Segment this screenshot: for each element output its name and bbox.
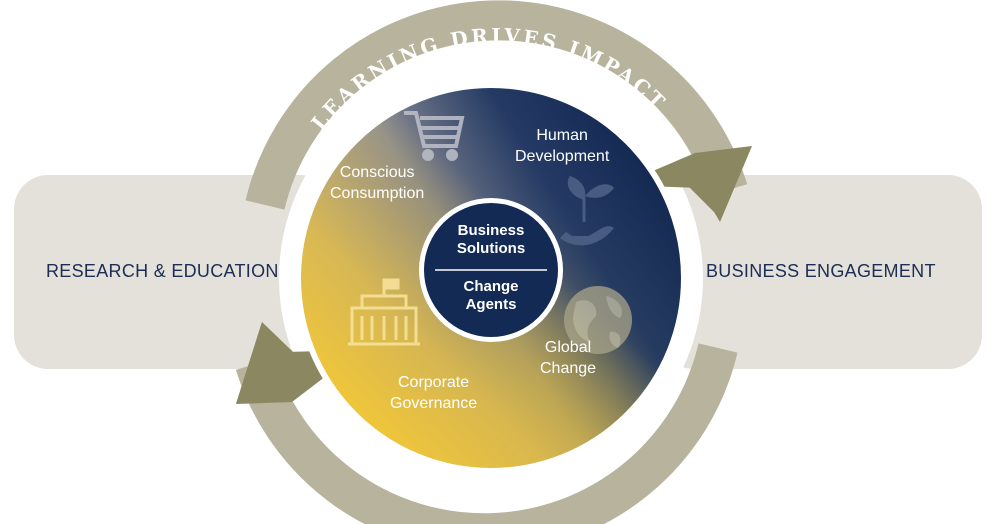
center-circle	[298, 85, 684, 471]
research-education-label: RESEARCH & EDUCATION	[46, 261, 279, 281]
top-arrow-head	[620, 146, 752, 222]
bottom-arrow-head	[236, 322, 360, 404]
government-building-icon	[348, 278, 420, 346]
business-engagement-label: BUSINESS ENGAGEMENT	[706, 261, 936, 281]
segment-line: Corporate	[398, 374, 470, 391]
core-line: Business	[457, 222, 525, 239]
change-agents-label: Change Agents	[421, 278, 561, 314]
core-line: Solutions	[456, 240, 526, 257]
shopping-cart-icon	[404, 111, 465, 161]
global-change-label: Global Change	[540, 337, 596, 379]
left-panel	[14, 175, 334, 369]
segment-line: Consumption	[330, 185, 425, 202]
plant-in-hand-icon	[560, 176, 614, 246]
core-line: Change	[463, 278, 519, 295]
globe-icon	[564, 286, 632, 354]
conscious-consumption-label: Conscious Consumption	[330, 162, 424, 204]
human-development-label: Human Development	[515, 125, 609, 167]
right-panel	[660, 175, 982, 369]
segment-line: Development	[515, 148, 610, 165]
corporate-governance-label: Corporate Governance	[390, 372, 477, 414]
segment-line: Global	[544, 339, 592, 356]
core-line: Agents	[465, 296, 517, 313]
segment-line: Conscious	[339, 164, 415, 181]
segment-line: Change	[540, 360, 597, 377]
segment-line: Governance	[390, 395, 478, 412]
business-solutions-label: Business Solutions	[421, 222, 561, 258]
segment-line: Human	[536, 127, 588, 144]
